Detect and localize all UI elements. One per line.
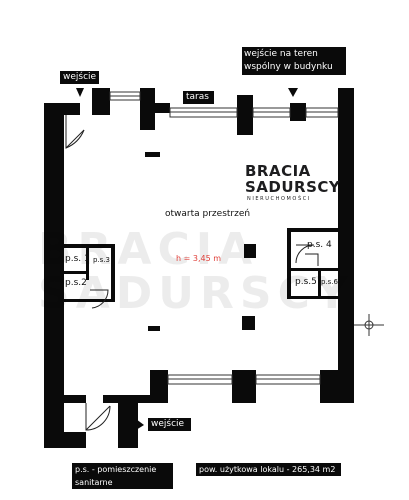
label-ps6: p.s.6 xyxy=(321,278,338,286)
legend-sanitary: p.s. - pomieszczenie sanitarne xyxy=(72,463,173,489)
label-entrance-bottom: wejście xyxy=(148,418,191,431)
entrance-arrow-bottom xyxy=(136,419,144,430)
logo-sub: NIERUCHOMOŚCI xyxy=(247,196,311,202)
compass-icon xyxy=(354,314,384,336)
usable-area: pow. użytkowa lokalu - 265,34 m2 xyxy=(196,463,341,476)
label-ps3: p.s.3 xyxy=(93,256,110,264)
label-entrance-top: wejście xyxy=(60,71,99,84)
walls xyxy=(44,88,354,448)
label-ps4: p.s. 4 xyxy=(307,240,332,250)
windows xyxy=(109,91,339,385)
entrance-arrows xyxy=(76,88,298,430)
label-terrace: taras xyxy=(183,91,214,104)
label-ps5: p.s.5 xyxy=(295,277,317,287)
watermark: BRACIA SADURSCY xyxy=(38,224,354,319)
label-ps1: p.s. 1 xyxy=(65,254,90,264)
label-entrance-shared: wejście na teren wspólny w budynku xyxy=(242,47,346,75)
doors xyxy=(65,115,319,431)
label-open-space: otwarta przestrzeń xyxy=(165,209,251,219)
logo-line1: BRACIA xyxy=(245,162,311,180)
logo-line2: SADURSCY xyxy=(245,178,341,196)
label-height: h = 3,45 m xyxy=(176,254,222,263)
entrance-arrow-top-right xyxy=(288,88,298,97)
entrance-arrow-top-left xyxy=(76,88,84,97)
label-ps2: p.s.2 xyxy=(65,278,87,288)
